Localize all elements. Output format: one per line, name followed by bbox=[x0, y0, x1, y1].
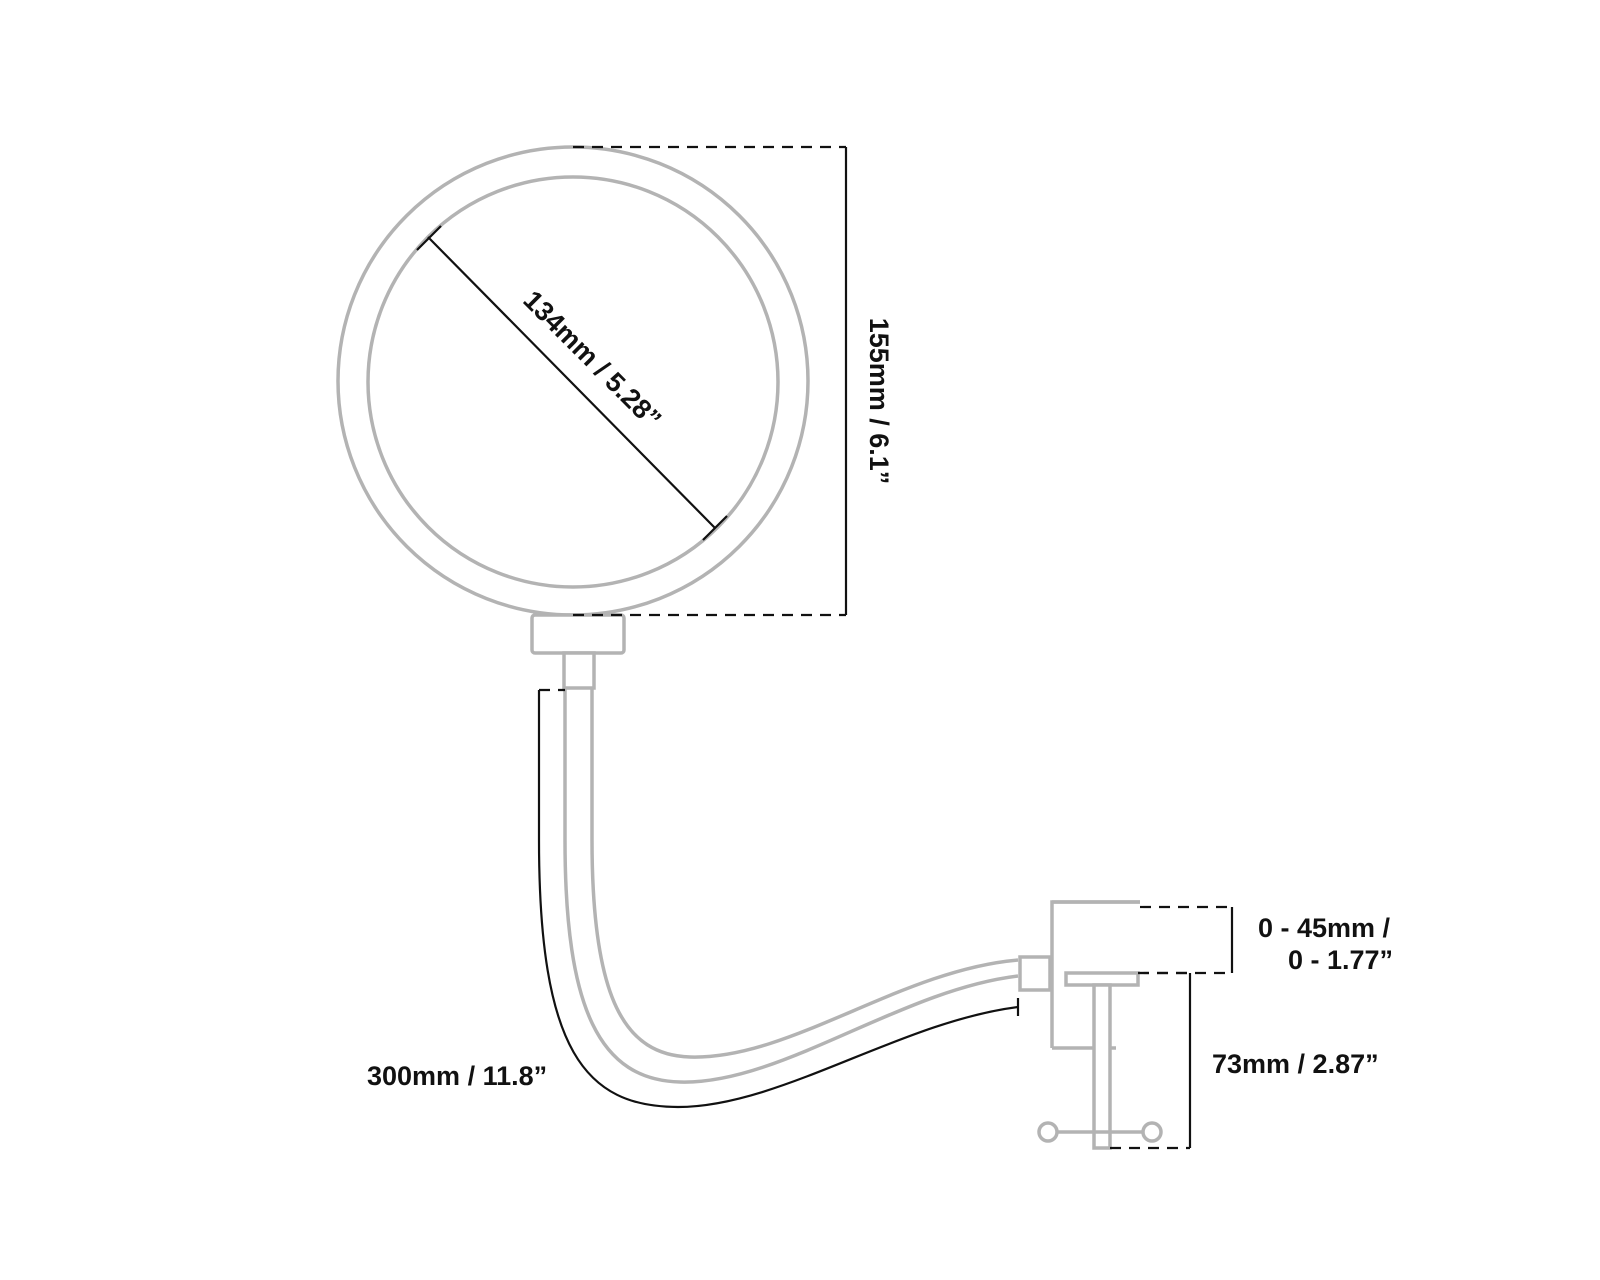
gooseneck-length-line bbox=[537, 690, 1019, 1109]
inner-diameter-dimension: 134mm / 5.28” bbox=[416, 225, 728, 541]
filter-inner-ring bbox=[366, 175, 780, 589]
gooseneck-arm-edge bbox=[590, 688, 1019, 1059]
inner-diameter-end-tick-top bbox=[416, 225, 442, 251]
outer-height-label: 155mm / 6.1” bbox=[864, 318, 894, 485]
clamp-connector bbox=[1018, 955, 1052, 992]
gooseneck-arm bbox=[563, 688, 1019, 1084]
filter-mount-block bbox=[530, 613, 626, 655]
clamp-handle-knob-left bbox=[1037, 1121, 1059, 1143]
gooseneck-collar bbox=[562, 651, 596, 690]
filter-outer-ring bbox=[336, 145, 810, 617]
pop-filter-illustration bbox=[336, 145, 1163, 1150]
inner-diameter-label: 134mm / 5.28” bbox=[518, 285, 668, 435]
clamp-height-label: 73mm / 2.87” bbox=[1212, 1049, 1379, 1079]
gooseneck-length-dimension: 300mm / 11.8” bbox=[367, 688, 1020, 1109]
inner-diameter-end-tick-bottom bbox=[702, 515, 728, 541]
outer-height-dimension: 155mm / 6.1” bbox=[573, 145, 894, 617]
clamp-screw-shaft bbox=[1092, 983, 1112, 1150]
clamp-opening-label-line-2: 0 - 1.77” bbox=[1288, 945, 1393, 975]
clamp-height-dimension: 73mm / 2.87” bbox=[1110, 971, 1379, 1150]
inner-diameter-line bbox=[427, 236, 716, 529]
clamp-opening-label-line-1: 0 - 45mm / bbox=[1258, 913, 1391, 943]
clamp-opening-dimension: 0 - 45mm / 0 - 1.77” bbox=[1138, 905, 1393, 975]
clamp-pressure-plate bbox=[1064, 971, 1140, 987]
clamp-handle-knob-right bbox=[1141, 1121, 1163, 1143]
gooseneck-length-label: 300mm / 11.8” bbox=[367, 1061, 547, 1091]
